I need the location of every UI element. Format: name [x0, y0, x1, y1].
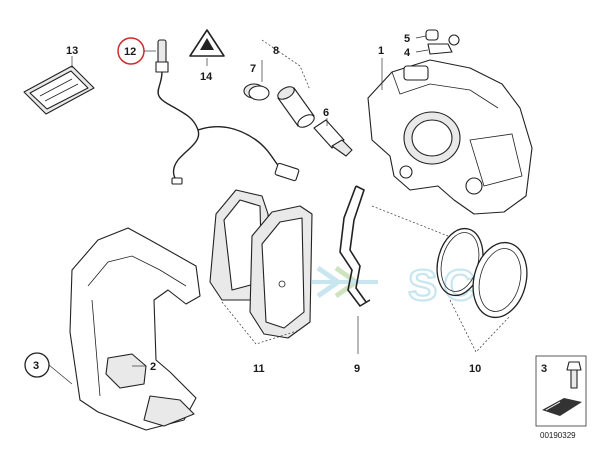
part-13-grease-packet[interactable]: [23, 65, 95, 115]
part-12-wear-sensor[interactable]: [155, 39, 300, 185]
direction-arrow-icon: [542, 398, 582, 416]
callout-7: 7: [250, 63, 256, 75]
callout-13: 13: [66, 45, 78, 57]
inset-label: 3: [541, 363, 547, 375]
part-9-anti-rattle-spring[interactable]: [339, 185, 371, 308]
part-6-guide-pin[interactable]: [313, 119, 353, 157]
callout-4: 4: [404, 47, 411, 59]
leader-10-top: [371, 205, 449, 237]
callout-1: 1: [378, 45, 384, 57]
callout-3: 3: [33, 360, 39, 372]
leader-11-bracket: [221, 301, 301, 345]
bolt-inset: 3: [535, 355, 587, 427]
callout-11: 11: [253, 363, 265, 375]
drawing-code: 00190329: [540, 431, 576, 440]
watermark-arrow-icon: [312, 265, 378, 299]
callout-6: 6: [323, 107, 329, 119]
callout-12: 12: [124, 46, 136, 58]
part-8-guide-sleeve[interactable]: [276, 84, 317, 130]
leader-8-bracket: [261, 39, 311, 91]
leader-5: [415, 35, 427, 39]
leader-4: [415, 49, 429, 53]
part-3-caliper-carrier[interactable]: [69, 227, 201, 431]
part-11-brake-pads[interactable]: [209, 189, 313, 339]
callout-9: 9: [354, 363, 360, 375]
part-1-caliper-body[interactable]: [367, 59, 533, 215]
callout-14: 14: [200, 71, 213, 83]
callout-2: 2: [150, 361, 156, 373]
bolt-icon: [566, 361, 582, 389]
callout-10: 10: [469, 363, 481, 375]
callout-8: 8: [273, 45, 279, 57]
part-14-warning-sign-icon[interactable]: [189, 29, 225, 57]
callout-5: 5: [404, 33, 410, 45]
leader-3: [48, 364, 73, 385]
part-7-bushing[interactable]: [243, 83, 270, 101]
part-5-bleeder-cap[interactable]: [425, 29, 460, 46]
part-4-bleeder-screw[interactable]: [427, 43, 453, 55]
part-10-piston-seal[interactable]: [430, 224, 534, 323]
